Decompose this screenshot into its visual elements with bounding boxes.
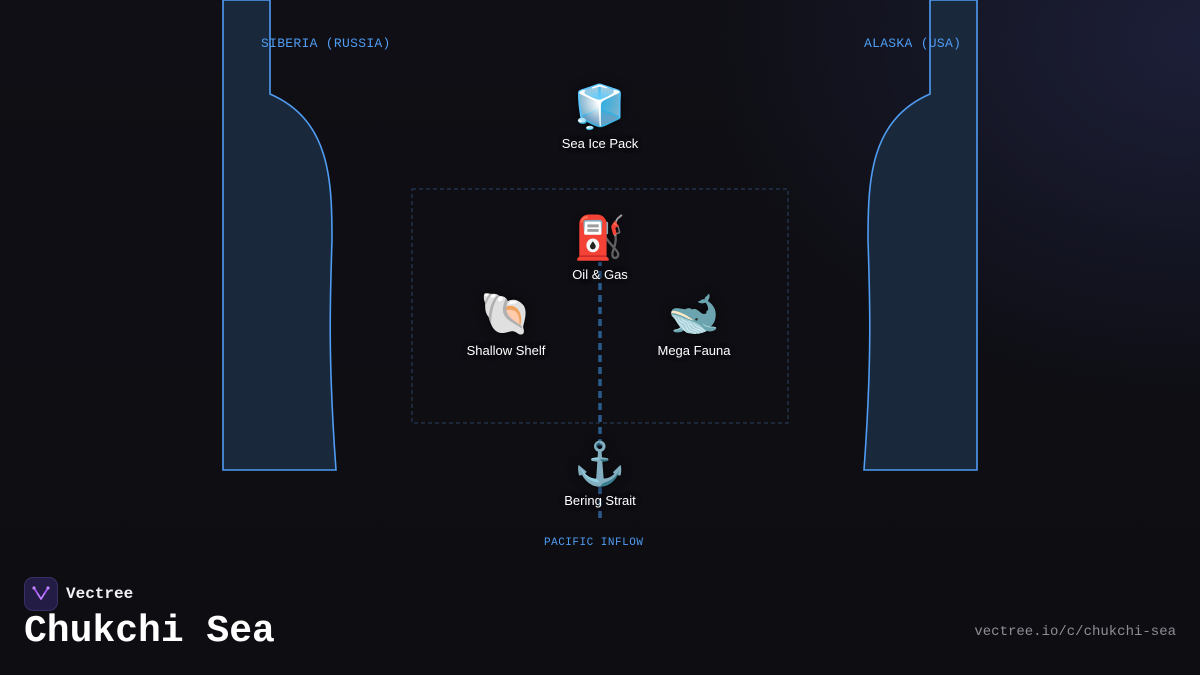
bering-strait-label: Bering Strait bbox=[564, 493, 636, 508]
shallow-shelf-node[interactable]: 🐚 Shallow Shelf bbox=[436, 289, 576, 358]
anchor-icon: ⚓ bbox=[573, 440, 627, 487]
oil-gas-label: Oil & Gas bbox=[572, 267, 628, 282]
ice-cube-icon: 🧊 bbox=[573, 83, 627, 130]
pacific-inflow-label: PACIFIC INFLOW bbox=[544, 537, 644, 549]
brand-name: Vectree bbox=[66, 585, 134, 603]
siberia-label: SIBERIA (RUSSIA) bbox=[261, 36, 391, 51]
oil-gas-node[interactable]: ⛽ Oil & Gas bbox=[530, 213, 670, 282]
sea-ice-node[interactable]: 🧊 Sea Ice Pack bbox=[530, 82, 670, 151]
sea-ice-label: Sea Ice Pack bbox=[561, 136, 639, 151]
alaska-coastline bbox=[863, 0, 978, 471]
shallow-shelf-label: Shallow Shelf bbox=[466, 343, 546, 358]
page-url[interactable]: vectree.io/c/chukchi-sea bbox=[974, 624, 1176, 640]
brand[interactable]: Vectree bbox=[24, 577, 133, 611]
alaska-label: ALASKA (USA) bbox=[864, 36, 962, 51]
bering-strait-node[interactable]: ⚓ Bering Strait bbox=[530, 439, 670, 508]
shell-icon: 🐚 bbox=[479, 290, 533, 337]
fuel-pump-icon: ⛽ bbox=[573, 214, 627, 261]
mega-fauna-node[interactable]: 🐋 Mega Fauna bbox=[624, 289, 764, 358]
whale-icon: 🐋 bbox=[667, 290, 721, 337]
mega-fauna-label: Mega Fauna bbox=[657, 343, 731, 358]
page-title: Chukchi Sea bbox=[24, 610, 275, 653]
central-region-boundary bbox=[411, 188, 789, 424]
vectree-logo-icon bbox=[24, 577, 58, 611]
siberia-coastline bbox=[222, 0, 337, 471]
